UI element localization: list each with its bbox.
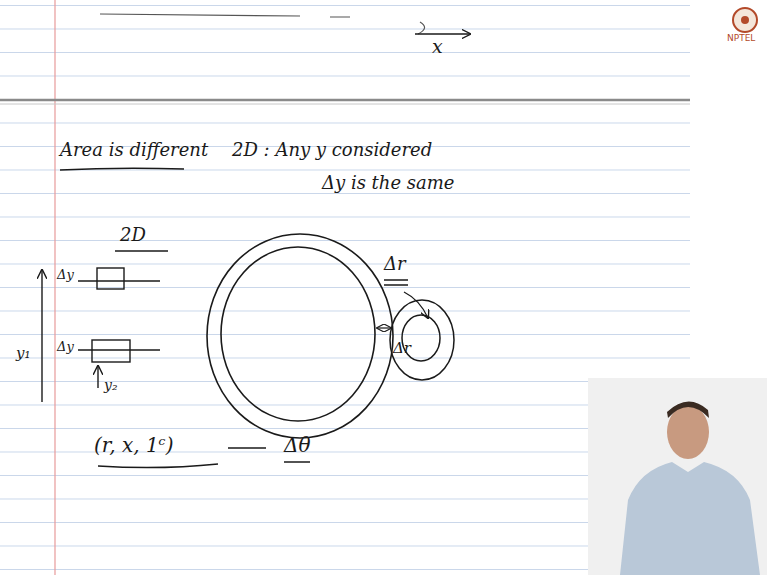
ring-width: Δr xyxy=(384,254,406,274)
x-axis-arrow xyxy=(415,33,470,34)
outer-circle xyxy=(207,234,393,438)
dr-arrow xyxy=(377,327,391,328)
previous-sketch xyxy=(100,14,425,34)
logo-wheel xyxy=(733,8,757,32)
strip-line xyxy=(78,280,160,281)
margin-line xyxy=(54,0,55,575)
logo-hub xyxy=(741,16,749,24)
divider xyxy=(0,104,690,105)
leader-arrow xyxy=(404,292,428,318)
dash xyxy=(228,447,266,448)
y1-arrow xyxy=(41,270,42,402)
strip-width: Δy xyxy=(57,268,74,282)
divider xyxy=(0,99,690,102)
ruled-lines xyxy=(0,0,690,575)
y2-arrow xyxy=(97,366,98,388)
double-underline xyxy=(384,280,408,285)
video-inset xyxy=(588,378,767,575)
area-element xyxy=(97,268,124,289)
lecturer-head xyxy=(667,405,709,459)
section-label: 2D xyxy=(120,225,146,245)
lecturer-hair xyxy=(667,401,709,418)
angle-increment: Δθ xyxy=(284,434,310,456)
heading-note: Area is different xyxy=(60,140,208,160)
axis-label: x xyxy=(432,36,443,57)
underline xyxy=(284,461,310,463)
position-label: y₂ xyxy=(104,378,118,393)
inner-circle xyxy=(221,247,375,421)
area-element xyxy=(92,340,130,362)
underline xyxy=(98,464,218,468)
note-text: 2D : Any y considered xyxy=(232,140,432,160)
strip-width: Δy xyxy=(57,340,74,354)
small-outer-circle xyxy=(390,300,454,380)
lecturer-shirt xyxy=(620,462,760,575)
position-label: y₁ xyxy=(16,345,31,362)
note-text: Δy is the same xyxy=(322,173,455,193)
logo-text: NPTEL xyxy=(727,34,755,44)
underline xyxy=(60,168,184,170)
coordinate-tuple: (r, x, 1ᶜ) xyxy=(94,434,173,456)
ring-width: Δr xyxy=(393,340,411,357)
strip-line xyxy=(78,349,160,350)
underline xyxy=(115,250,168,252)
